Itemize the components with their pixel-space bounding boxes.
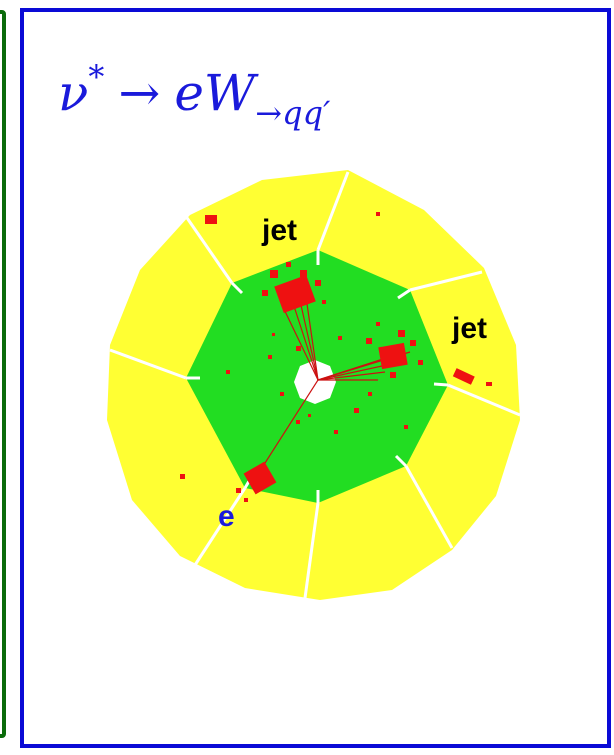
formula-superscript: * <box>88 58 105 96</box>
beam-pipe <box>294 360 336 404</box>
jet-label-right: jet <box>452 312 488 345</box>
process-formula: ν* →eW→qq′ <box>58 58 330 132</box>
formula-arrow: → <box>118 64 161 122</box>
electron-label: e <box>218 500 235 533</box>
formula-subscript: →qq′ <box>255 94 331 132</box>
formula-products: eW <box>174 64 256 122</box>
inner-ring-ticks <box>186 250 449 503</box>
outer-ring-sector-lines <box>109 171 521 599</box>
energy-deposits <box>180 212 492 502</box>
jet-label-top: jet <box>262 214 298 247</box>
formula-particle: ν <box>58 64 89 122</box>
left-panel-frame <box>0 10 6 738</box>
